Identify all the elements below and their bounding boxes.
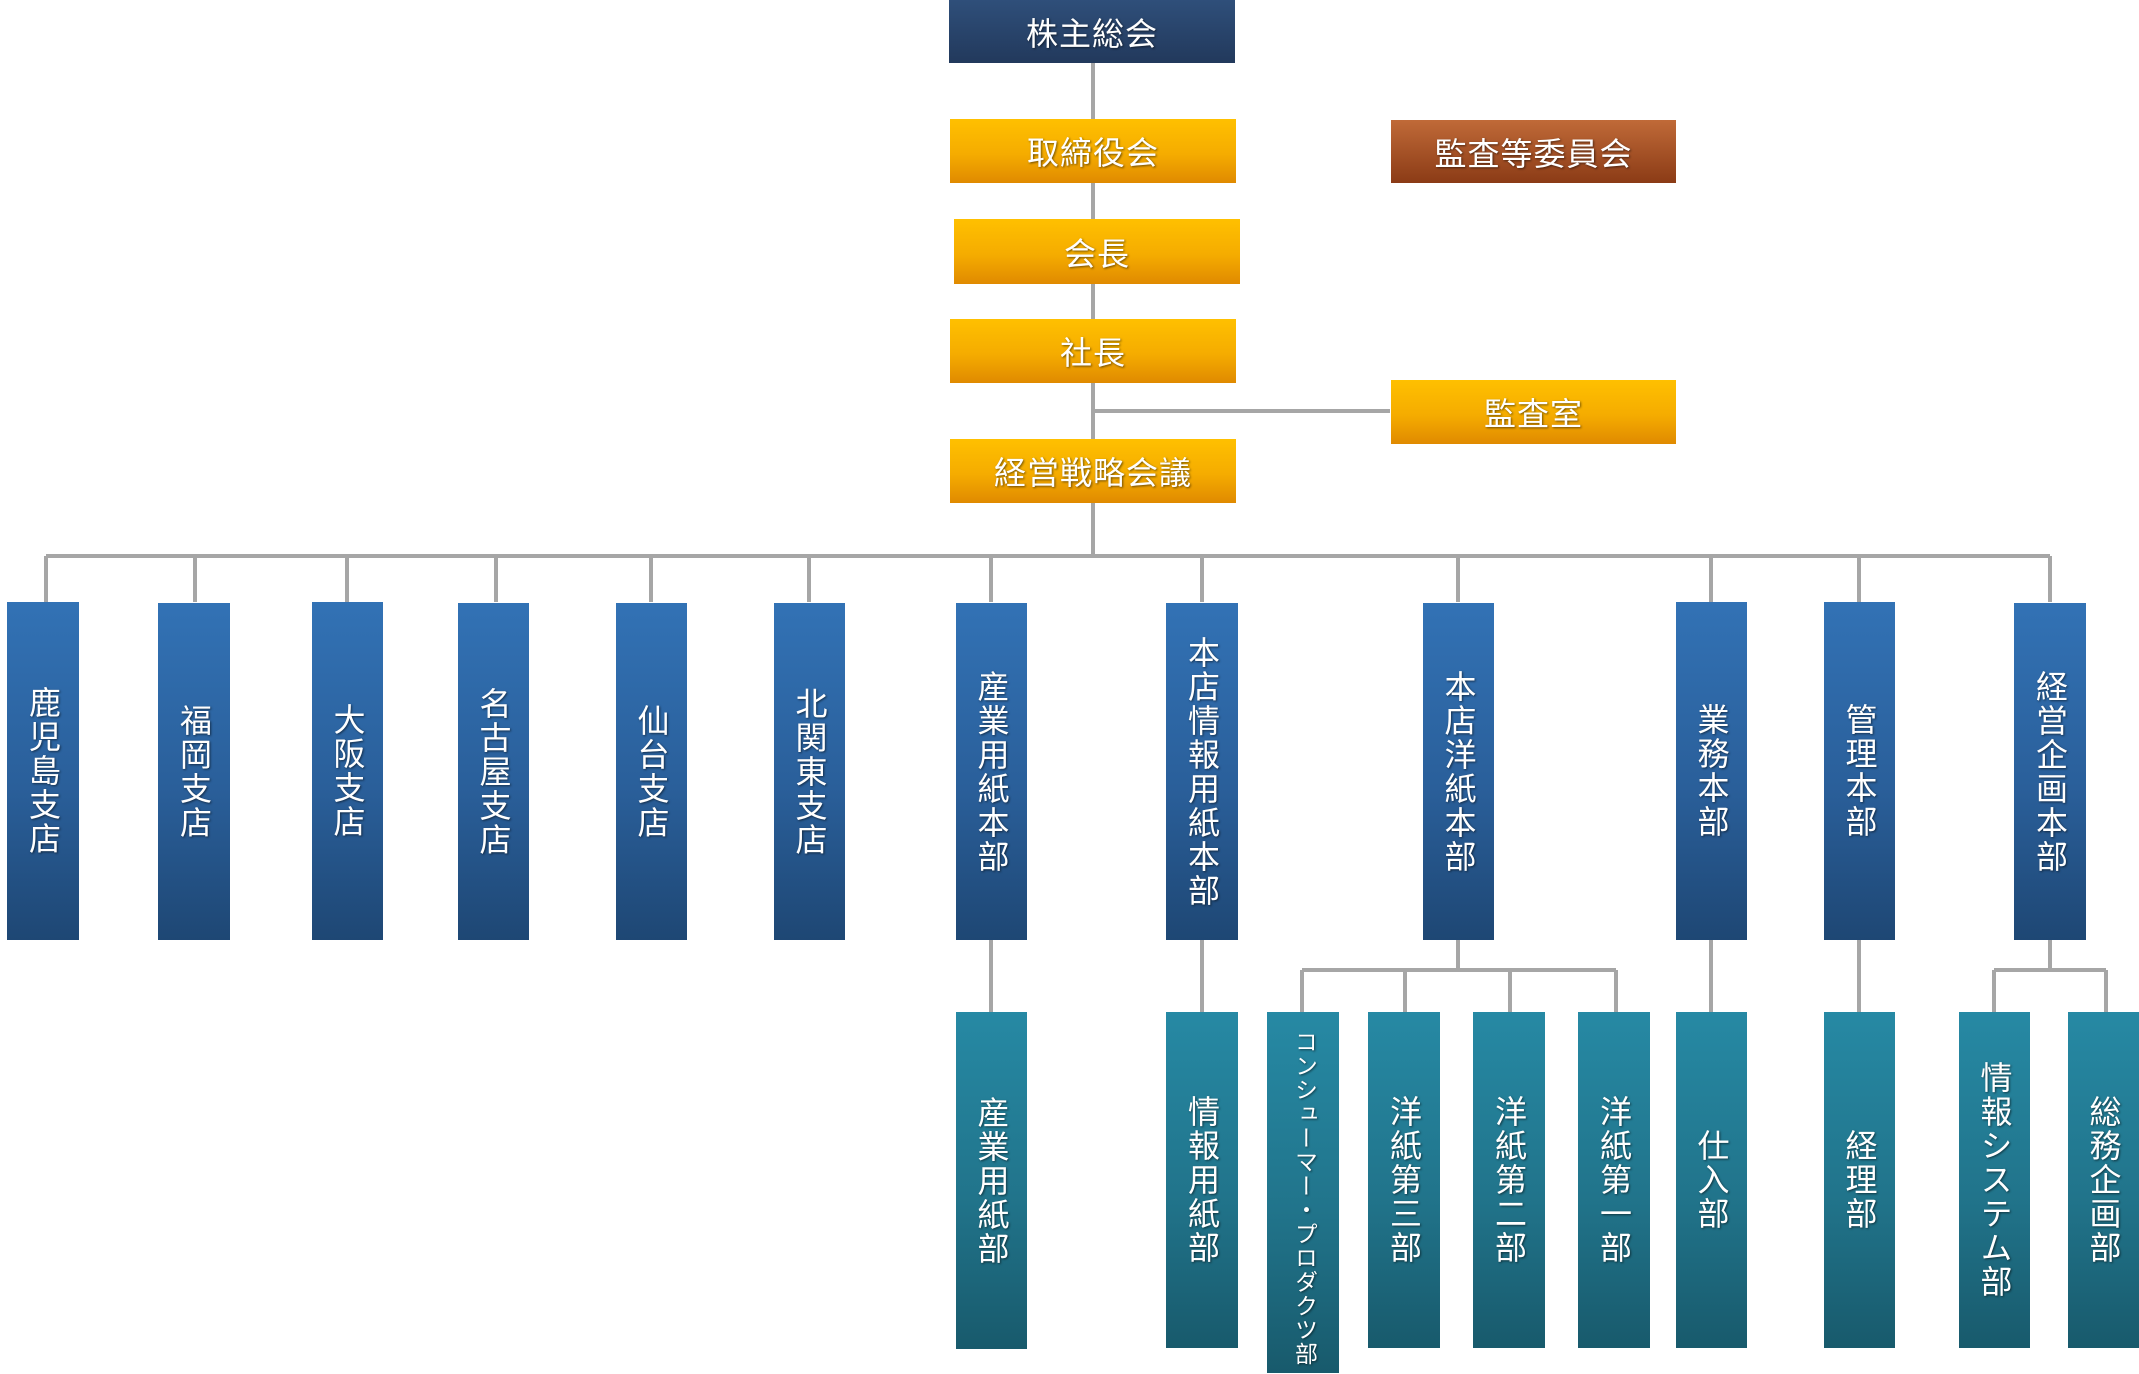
division-label: 鹿児島支店	[24, 686, 62, 856]
audit-committee-label: 監査等委員会	[1434, 134, 1633, 173]
division-label: 管理本部	[1840, 703, 1879, 839]
division-corporate-planning-box: 経営企画本部	[2014, 603, 2086, 940]
division-label: 産業用紙本部	[972, 669, 1011, 874]
president-label: 社長	[1059, 334, 1126, 372]
department-label: 仕入部	[1692, 1129, 1731, 1231]
department-accounting-box: 経理部	[1824, 1012, 1895, 1348]
chairman-box: 会長	[954, 219, 1240, 284]
board-of-directors-label: 取締役会	[1026, 134, 1159, 172]
division-kitakanto-box: 北関東支店	[774, 603, 845, 940]
department-information-paper-box: 情報用紙部	[1166, 1012, 1238, 1348]
division-label: 仙台支店	[632, 703, 671, 840]
department-western-paper-3-box: 洋紙第三部	[1368, 1012, 1440, 1348]
division-osaka-box: 大阪支店	[312, 602, 383, 940]
shareholders-meeting-label: 株主総会	[1025, 14, 1158, 53]
division-kagoshima-box: 鹿児島支店	[7, 602, 79, 940]
division-industrial-paper-box: 産業用紙本部	[956, 603, 1027, 940]
chairman-label: 会長	[1063, 234, 1130, 273]
department-industrial-paper-box: 産業用紙部	[956, 1012, 1027, 1349]
strategy-meeting-label: 経営戦略会議	[993, 454, 1192, 492]
shareholders-meeting-box: 株主総会	[949, 0, 1235, 63]
department-label: 経理部	[1840, 1129, 1879, 1231]
division-label: 本店情報用紙本部	[1183, 635, 1221, 908]
department-information-systems-box: 情報システム部	[1959, 1012, 2030, 1348]
department-general-affairs-box: 総務企画部	[2068, 1012, 2139, 1348]
department-label: 情報用紙部	[1183, 1095, 1221, 1265]
president-box: 社長	[950, 319, 1236, 383]
division-label: 業務本部	[1692, 703, 1731, 839]
division-nagoya-box: 名古屋支店	[458, 603, 529, 940]
division-label: 本店洋紙本部	[1439, 669, 1478, 874]
department-label: 情報システム部	[1975, 1061, 2014, 1299]
department-label: 洋紙第三部	[1385, 1095, 1423, 1265]
department-western-paper-1-box: 洋紙第一部	[1578, 1012, 1650, 1348]
audit-office-box: 監査室	[1391, 380, 1676, 444]
division-fukuoka-box: 福岡支店	[158, 603, 230, 940]
department-western-paper-2-box: 洋紙第二部	[1473, 1012, 1545, 1348]
division-label: 名古屋支店	[474, 686, 513, 857]
division-sendai-box: 仙台支店	[616, 603, 687, 940]
department-label: 洋紙第一部	[1595, 1095, 1633, 1265]
division-label: 大阪支店	[328, 703, 367, 839]
department-label: コンシューマー・プロダクツ部	[1290, 1030, 1317, 1366]
division-administration-box: 管理本部	[1824, 602, 1895, 940]
audit-office-label: 監査室	[1483, 395, 1583, 433]
strategy-meeting-box: 経営戦略会議	[950, 439, 1236, 503]
department-label: 産業用紙部	[972, 1095, 1011, 1266]
division-information-paper-box: 本店情報用紙本部	[1166, 603, 1238, 940]
division-label: 福岡支店	[175, 703, 213, 840]
board-of-directors-box: 取締役会	[950, 119, 1236, 183]
department-label: 総務企画部	[2084, 1095, 2123, 1265]
division-label: 北関東支店	[790, 686, 829, 857]
audit-committee-box: 監査等委員会	[1391, 120, 1676, 183]
department-purchasing-box: 仕入部	[1676, 1012, 1747, 1348]
division-western-paper-box: 本店洋紙本部	[1423, 603, 1494, 940]
division-operations-box: 業務本部	[1676, 602, 1747, 940]
division-label: 経営企画本部	[2031, 669, 2069, 874]
department-label: 洋紙第二部	[1490, 1095, 1528, 1265]
department-consumer-products-box: コンシューマー・プロダクツ部	[1267, 1012, 1339, 1373]
